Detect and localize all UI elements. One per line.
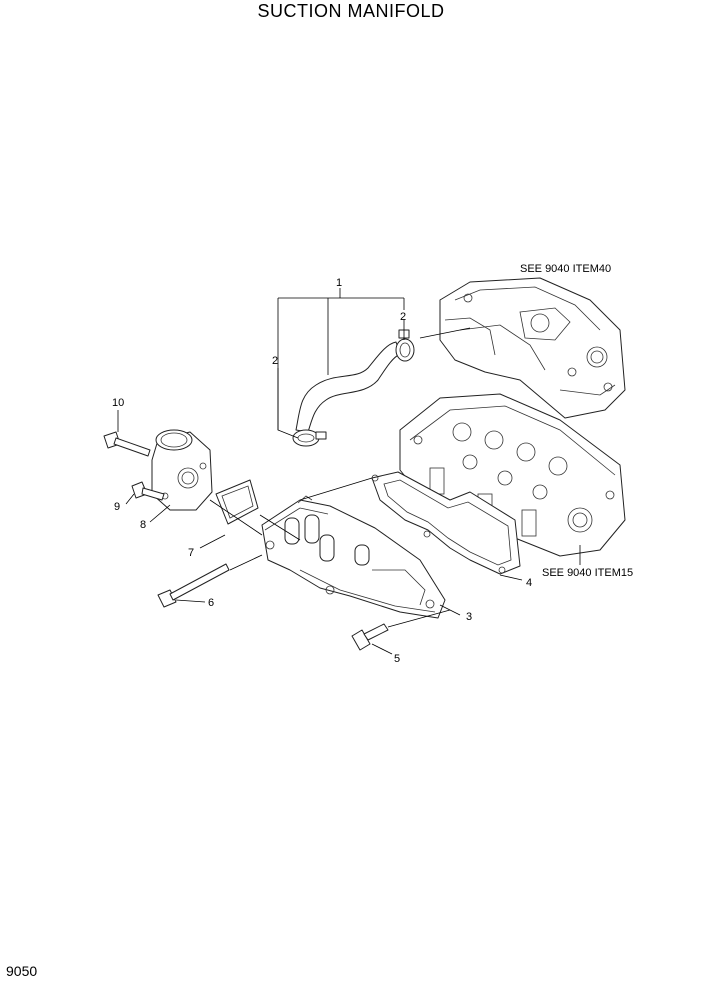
intake-elbow — [151, 429, 213, 511]
callout-5: 5 — [394, 653, 400, 665]
hose-clamp-upper — [395, 329, 415, 362]
page-number: 9050 — [6, 963, 38, 979]
callout-2-lower: 2 — [272, 355, 278, 367]
callout-3: 3 — [466, 611, 472, 623]
bolt-10 — [103, 431, 151, 457]
callout-1: 1 — [336, 277, 342, 289]
elbow-gasket — [215, 479, 259, 525]
hose-clamp-lower — [292, 429, 327, 447]
suction-manifold — [261, 495, 446, 619]
callout-9: 9 — [114, 501, 120, 513]
bolt-5 — [351, 623, 389, 651]
page-title: SUCTION MANIFOLD — [257, 1, 445, 21]
leader-lines — [117, 288, 581, 655]
callout-8: 8 — [140, 519, 146, 531]
cylinder-head — [399, 393, 626, 557]
bolt-9 — [131, 481, 165, 501]
callout-2-upper: 2 — [400, 311, 406, 323]
callout-6: 6 — [208, 597, 214, 609]
valve-cover — [439, 277, 626, 419]
bolt-6 — [157, 563, 230, 608]
manifold-gasket — [371, 471, 521, 575]
breather-hose — [295, 341, 401, 433]
reference-valve-cover: SEE 9040 ITEM40 — [520, 263, 611, 275]
reference-cylinder-head: SEE 9040 ITEM15 — [542, 567, 633, 579]
callout-4: 4 — [526, 577, 532, 589]
callout-10: 10 — [112, 397, 124, 409]
callout-7: 7 — [188, 547, 194, 559]
